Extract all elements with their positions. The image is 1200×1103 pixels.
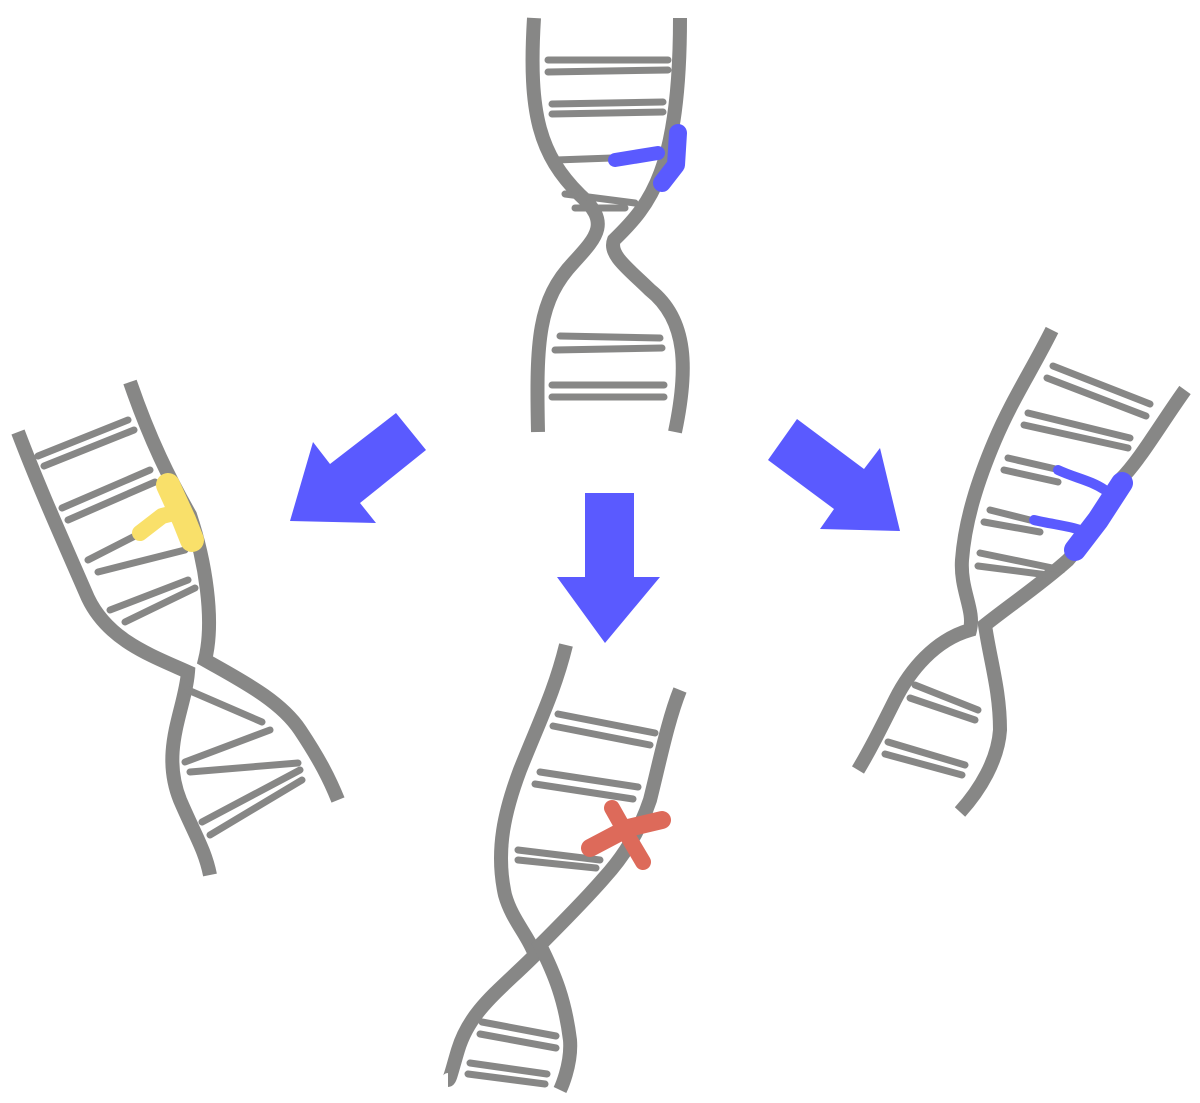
arrow-down-left-icon [290, 413, 426, 523]
dna-original [525, 17, 690, 434]
mutation-mark-original [608, 124, 687, 192]
dna-base-pairs [881, 362, 1154, 779]
dna-backbone [851, 326, 1191, 817]
dna-base-pairs [464, 710, 659, 1088]
dna-mutated-right [851, 326, 1191, 817]
arrow-down-right-icon [768, 419, 900, 531]
dna-base-pairs [544, 56, 672, 401]
dna-mutated-left [11, 379, 345, 877]
mutation-mark-blue-pair [1029, 465, 1133, 561]
arrow-down-icon [557, 493, 660, 643]
dna-backbone [442, 643, 687, 1094]
dna-mutated-bottom [442, 643, 687, 1094]
mutation-arrows [290, 413, 900, 643]
dna-backbone [525, 17, 690, 434]
dna-base-pairs [34, 416, 306, 839]
mutation-mark-red-x [581, 800, 671, 870]
mutation-mark-yellow [132, 473, 204, 552]
